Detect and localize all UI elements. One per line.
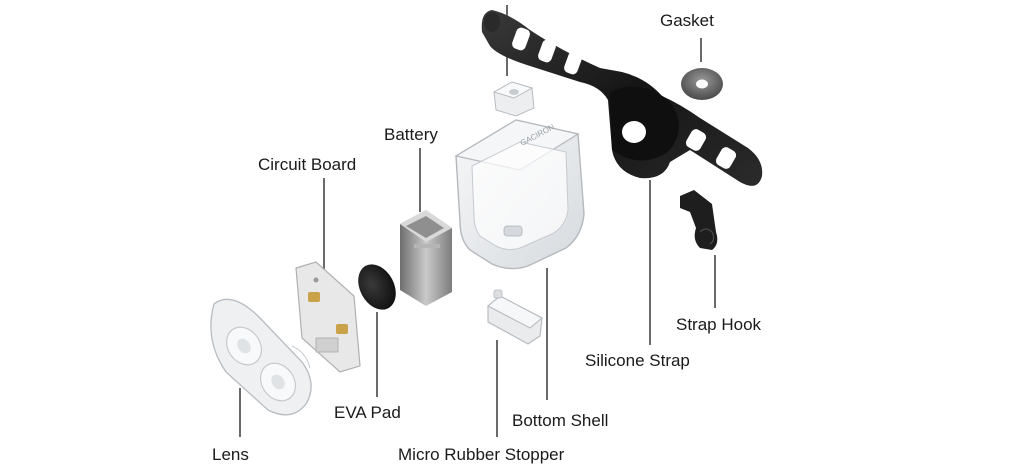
leader-lines: [239, 5, 716, 437]
silicone-strap: [481, 10, 763, 186]
strap-hook: [680, 190, 718, 250]
battery: [400, 210, 452, 306]
label-lens: Lens: [212, 445, 249, 464]
micro-rubber-stopper: [487, 289, 543, 345]
label-eva-pad: EVA Pad: [334, 403, 401, 422]
top-clip: [492, 81, 535, 117]
bottom-shell: GACIRON: [454, 119, 585, 270]
label-battery: Battery: [384, 125, 438, 144]
gasket: [681, 68, 723, 100]
lens: [210, 298, 312, 416]
circuit-board: [295, 261, 361, 373]
label-silicone-strap: Silicone Strap: [585, 351, 690, 370]
label-bottom-shell: Bottom Shell: [512, 411, 609, 430]
label-micro-rubber-stopper: Micro Rubber Stopper: [398, 445, 565, 464]
label-gasket: Gasket: [660, 11, 714, 30]
label-strap-hook: Strap Hook: [676, 315, 762, 334]
eva-pad: [358, 264, 396, 310]
label-circuit-board: Circuit Board: [258, 155, 357, 174]
